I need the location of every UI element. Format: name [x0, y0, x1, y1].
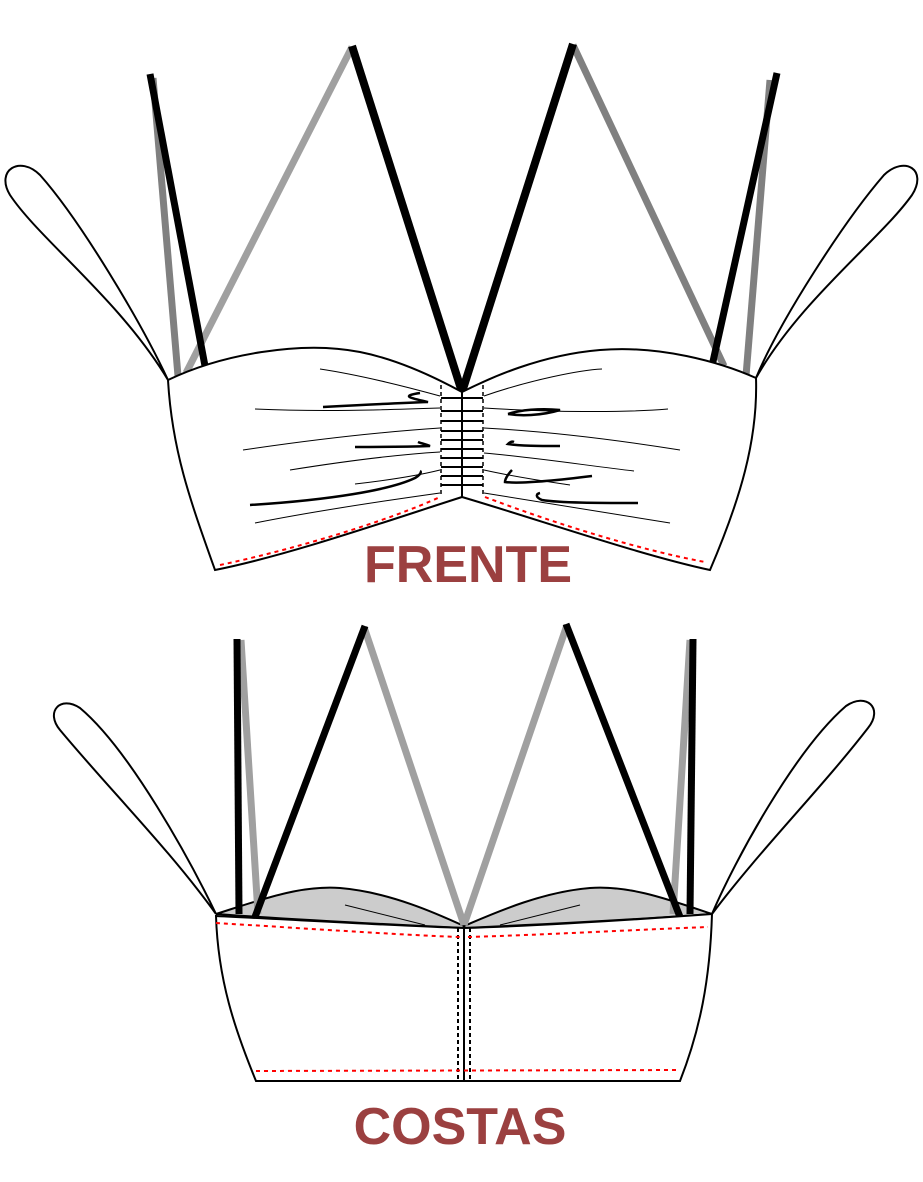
back-view: COSTAS	[53, 622, 875, 1156]
front-left-tie-loop	[4, 164, 169, 381]
front-view: FRENTE	[4, 42, 919, 594]
back-right-tie-loop	[711, 699, 875, 915]
front-gather-lines	[242, 368, 681, 524]
back-label: COSTAS	[354, 1098, 567, 1156]
front-right-tie-loop	[755, 164, 919, 379]
back-left-tie-loop	[53, 702, 217, 915]
front-label: FRENTE	[364, 536, 572, 594]
back-center-seam	[457, 928, 471, 1081]
back-cup-lines	[344, 904, 581, 926]
back-topstitch	[215, 922, 709, 1072]
back-straps	[233, 622, 697, 927]
front-center-shirring	[440, 385, 484, 497]
front-straps	[146, 42, 781, 394]
front-gather-folds	[249, 391, 639, 507]
front-topstitch	[219, 496, 706, 566]
